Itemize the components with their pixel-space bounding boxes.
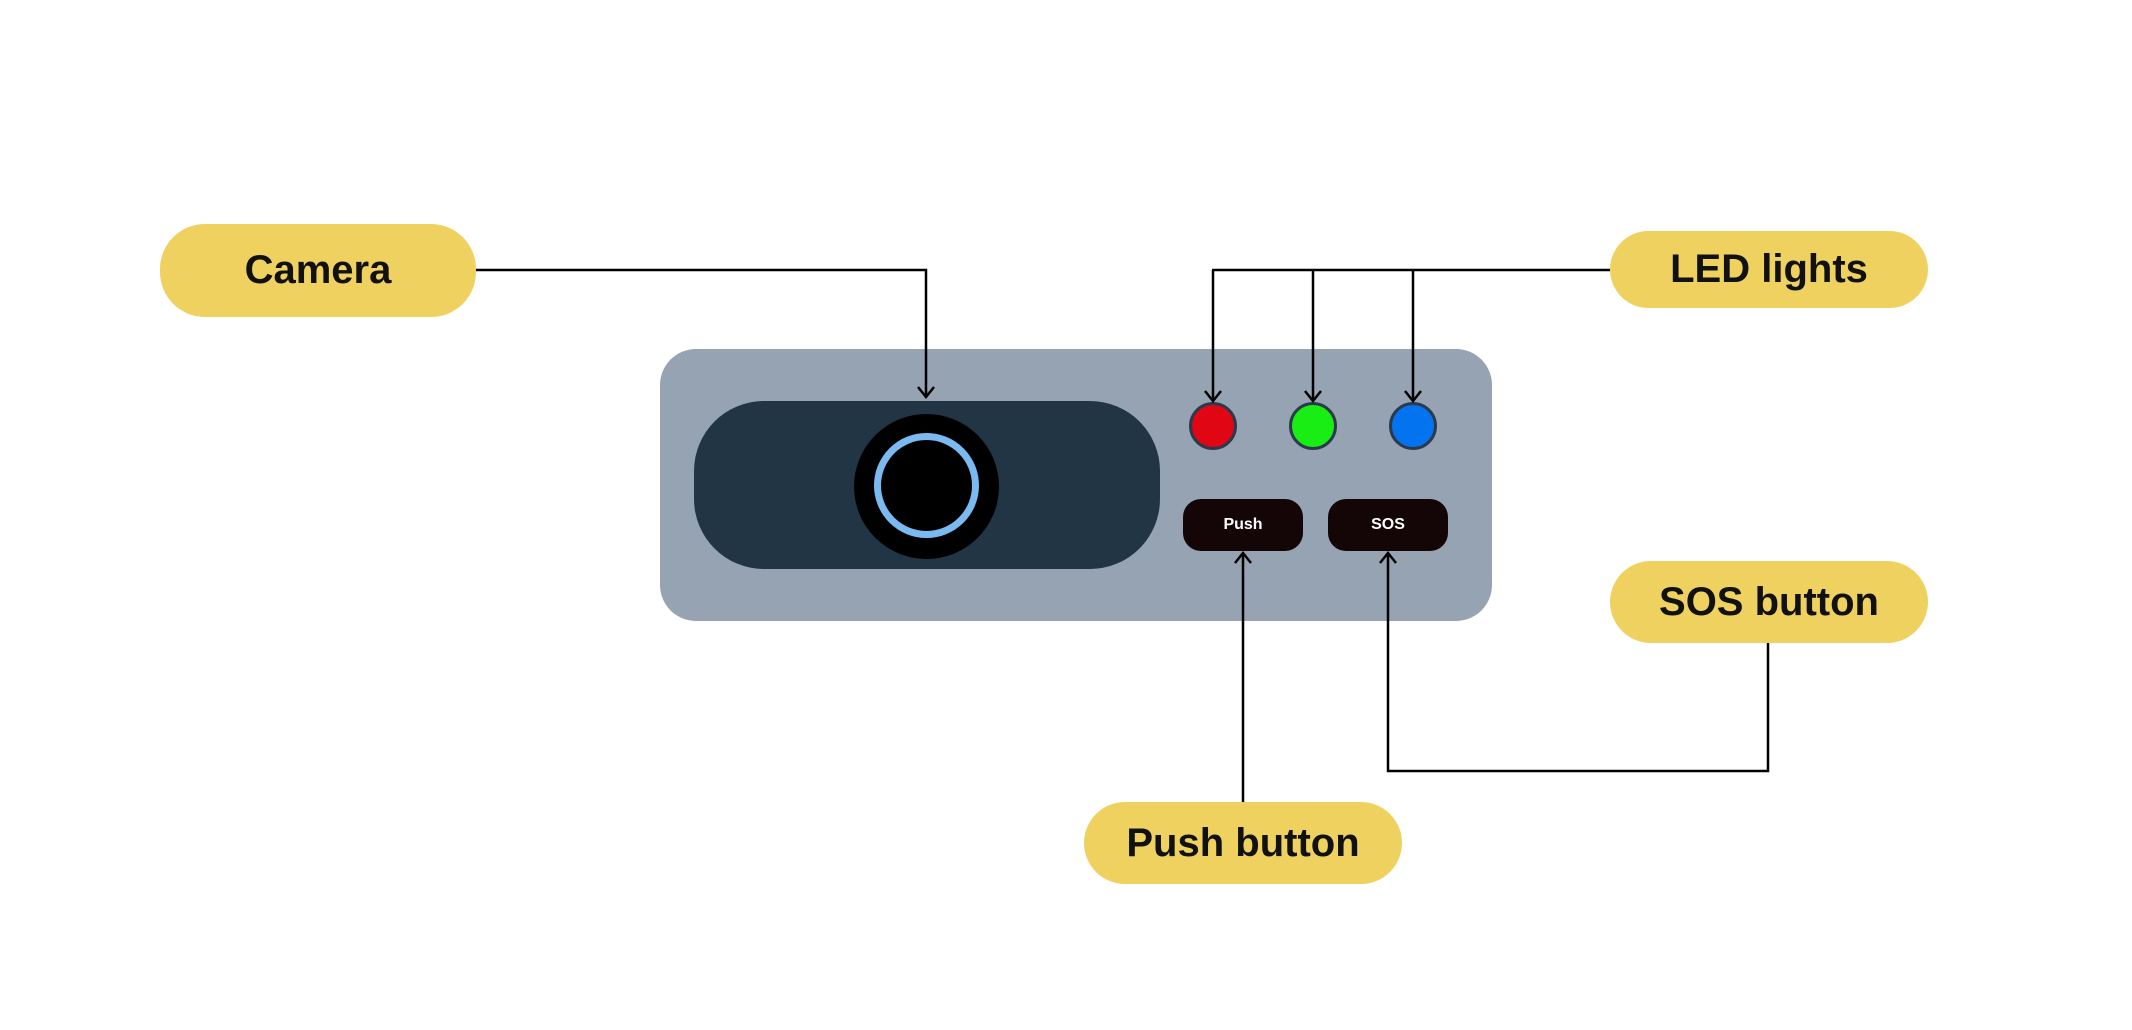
camera-callout-label: Camera	[244, 248, 392, 292]
green-led	[1289, 402, 1337, 450]
push-button-callout: Push button	[1084, 802, 1402, 884]
push-hardware-button: Push	[1183, 499, 1303, 551]
camera-callout: Camera	[160, 224, 476, 317]
led-lights-callout: LED lights	[1610, 231, 1928, 308]
push-button-text: Push	[1223, 516, 1263, 533]
led-lights-callout-label: LED lights	[1670, 247, 1868, 291]
push-button-callout-label: Push button	[1126, 820, 1360, 865]
sos-button-callout: SOS button	[1610, 561, 1928, 643]
blue-led	[1389, 402, 1437, 450]
sos-hardware-button: SOS	[1328, 499, 1448, 551]
red-led	[1189, 402, 1237, 450]
camera-lens	[874, 433, 979, 538]
sos-button-text: SOS	[1371, 516, 1405, 533]
sos-button-callout-label: SOS button	[1659, 579, 1879, 624]
